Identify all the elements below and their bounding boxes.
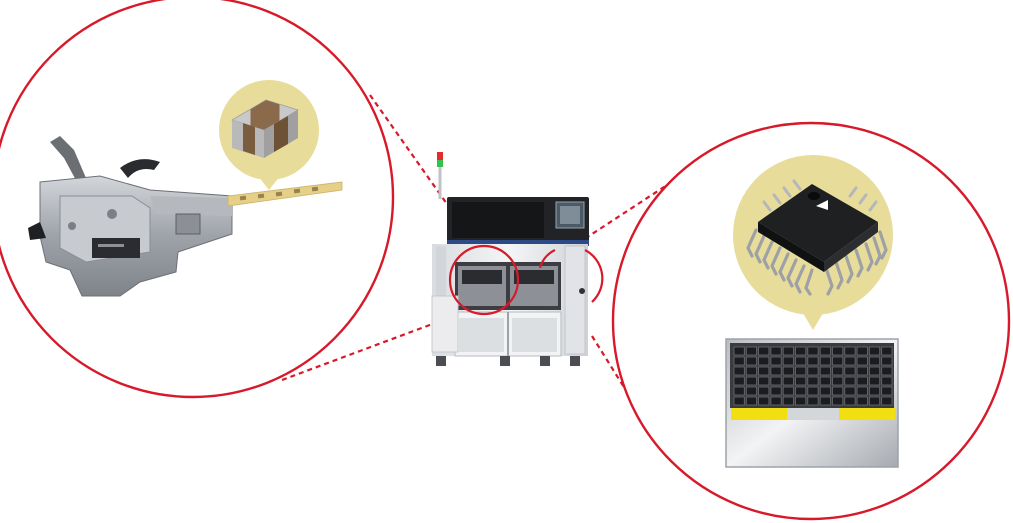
tray-pocket [733,376,745,386]
connector-left-bottom [281,308,471,382]
tray-pocket [770,346,782,356]
tray-pocket [807,356,819,366]
tray-pocket [881,366,893,376]
tray-pocket [745,386,757,396]
tray-pocket [844,376,856,386]
tray-pocket [832,396,844,406]
component-tray-icon [725,338,899,468]
tray-pocket [856,396,868,406]
tray-pocket [881,386,893,396]
tray-pocket [819,366,831,376]
tray-pocket [758,366,770,376]
tray-pocket [856,346,868,356]
tray-pocket [869,346,881,356]
tray-pocket [844,386,856,396]
tray-pocket [733,346,745,356]
tape-feeder-icon [28,136,343,297]
tray-pocket [758,386,770,396]
tray-pocket [745,356,757,366]
tray-pocket [770,356,782,366]
tray-pocket [807,376,819,386]
tray-pocket [733,366,745,376]
tray-pocket [844,396,856,406]
tray-pocket [758,396,770,406]
tray-pocket [745,376,757,386]
tray-pocket [745,366,757,376]
tray-pocket [869,376,881,386]
tray-pocket [819,346,831,356]
tray-pocket [770,376,782,386]
tray-pocket [869,396,881,406]
chip-capacitor-icon [231,99,299,158]
tray-pocket [832,346,844,356]
tray-pocket [819,376,831,386]
tray-pocket [819,386,831,396]
connector-right-bottom [591,335,633,401]
tray-pocket [881,356,893,366]
tray-pocket [758,346,770,356]
tray-pocket [856,386,868,396]
tray-pocket [856,366,868,376]
tray-highlight-arc [584,249,604,303]
tray-pocket [795,366,807,376]
tray-pocket [832,356,844,366]
tray-pocket [745,346,757,356]
tray-pocket [856,376,868,386]
tray-highlight-arc-left [538,249,556,269]
tray-pocket [733,396,745,406]
tray-pocket [770,396,782,406]
tray-pocket [758,376,770,386]
tray-pocket [795,346,807,356]
tray-pocket [881,376,893,386]
tray-pocket [782,356,794,366]
tray-pocket [856,356,868,366]
tray-pocket [745,396,757,406]
tray-pocket [795,356,807,366]
tray-pocket [795,386,807,396]
tray-pocket [819,356,831,366]
tray-pocket [881,396,893,406]
tray-pocket [758,356,770,366]
tray-pocket [733,386,745,396]
tray-pocket [770,386,782,396]
tray-pocket [795,376,807,386]
tray-pocket [782,366,794,376]
tray-pocket [844,346,856,356]
tray-pocket [807,396,819,406]
tray-pocket [782,396,794,406]
tray-pocket [807,346,819,356]
tray-pocket [807,366,819,376]
tray-pocket [782,376,794,386]
tray-pocket [807,386,819,396]
tray-pocket [869,386,881,396]
tray-pocket [770,366,782,376]
tray-pocket [844,366,856,376]
feeder-highlight-circle [448,244,520,316]
tray-pocket [795,396,807,406]
qfp-ic-icon [746,179,888,296]
tray-pocket [832,366,844,376]
pick-and-place-machine-icon [431,152,589,366]
tray-pocket [881,346,893,356]
tray-pocket [733,356,745,366]
tray-pocket [782,346,794,356]
tray-pocket [782,386,794,396]
tray-pocket [869,366,881,376]
tray-pocket [819,396,831,406]
tray-pocket [832,376,844,386]
tray-pocket [844,356,856,366]
tray-pocket [869,356,881,366]
tray-pocket [832,386,844,396]
